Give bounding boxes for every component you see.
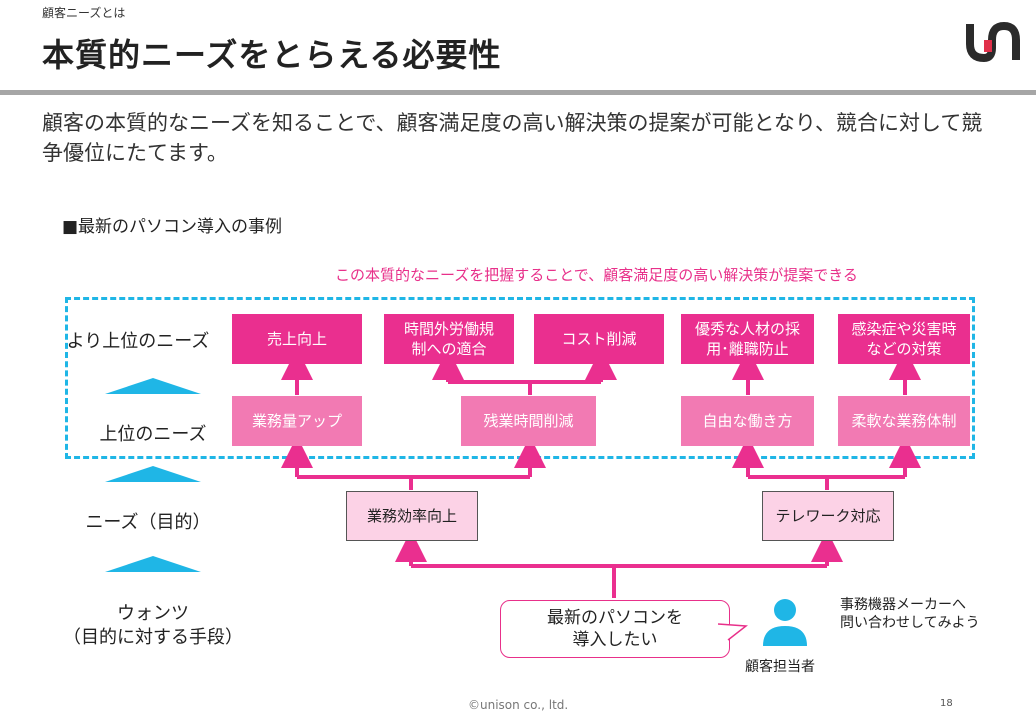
need-box-cost: コスト削減	[534, 314, 664, 364]
need-box-freestyle: 自由な働き方	[681, 396, 814, 446]
level-label-wants-line2: （目的に対する手段）	[63, 627, 243, 648]
unison-logo	[962, 18, 1022, 66]
need-box-sales: 売上向上	[232, 314, 362, 364]
need-box-telework: テレワーク対応	[762, 491, 894, 541]
need-box-volume: 業務量アップ	[232, 396, 362, 446]
breadcrumb: 顧客ニーズとは	[42, 6, 126, 20]
wants-text: 最新のパソコンを導入したい	[547, 608, 683, 650]
level-label-wants-line1: ウォンツ	[117, 603, 189, 624]
page-title: 本質的ニーズをとらえる必要性	[42, 36, 502, 74]
person-label: 顧客担当者	[745, 659, 815, 675]
need-box-regulation: 時間外労働規制への適合	[384, 314, 514, 364]
need-box-efficiency: 業務効率向上	[346, 491, 478, 541]
title-divider	[0, 90, 1036, 95]
need-box-disaster: 感染症や災害時などの対策	[838, 314, 970, 364]
need-box-talent: 優秀な人材の採用･離職防止	[681, 314, 814, 364]
need-box-flexible: 柔軟な業務体制	[838, 396, 970, 446]
level-arrow-1	[105, 378, 201, 394]
intro-text: 顧客の本質的なニーズを知ることで、顧客満足度の高い解決策の提案が可能となり、競合…	[42, 111, 983, 165]
level-label-upper: 上位のニーズ	[99, 424, 207, 445]
person-note-line1: 事務機器メーカーへ	[840, 597, 966, 613]
page-number: 18	[940, 698, 953, 709]
need-box-overtime: 残業時間削減	[461, 396, 596, 446]
person-note-line2: 問い合わせしてみよう	[840, 615, 980, 631]
level-label-wants: ウォンツ （目的に対する手段）	[48, 602, 258, 650]
unison-logo-icon	[966, 21, 1020, 63]
section-heading: ■最新のパソコン導入の事例	[62, 217, 283, 237]
copyright: ©unison co., ltd.	[468, 698, 569, 712]
level-label-top: より上位のニーズ	[66, 331, 210, 352]
bubble-tail	[718, 623, 748, 641]
wants-speech-bubble: 最新のパソコンを導入したい	[500, 600, 730, 658]
person-note: 事務機器メーカーへ 問い合わせしてみよう	[840, 596, 980, 632]
customer-person-icon	[760, 598, 810, 650]
level-label-needs: ニーズ（目的）	[85, 512, 211, 533]
level-arrow-3	[105, 556, 201, 572]
essential-needs-note: この本質的なニーズを把握することで、顧客満足度の高い解決策が提案できる	[335, 266, 858, 284]
level-arrow-2	[105, 466, 201, 482]
